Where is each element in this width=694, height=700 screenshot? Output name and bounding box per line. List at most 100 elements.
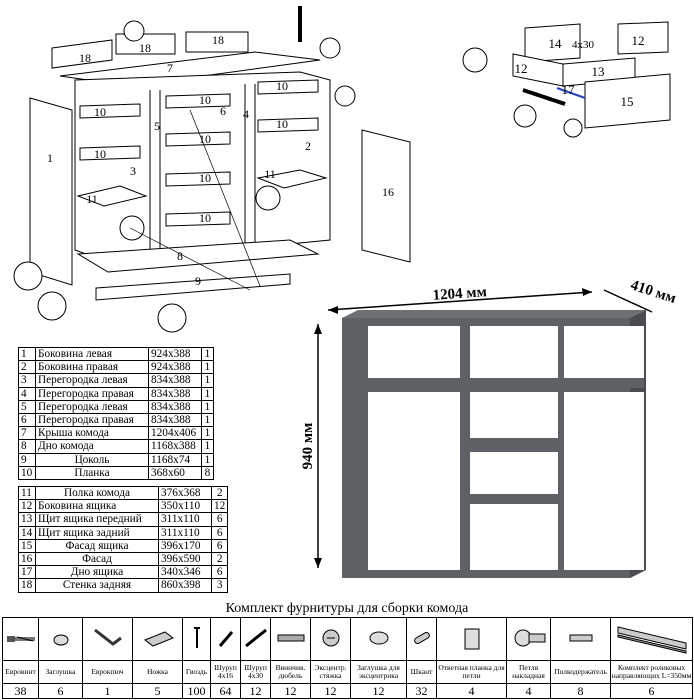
table-cell: Эксцентр. стяжка	[310, 660, 351, 684]
table-cell: 396x590	[158, 552, 212, 567]
dimension-height: 940 мм	[300, 423, 316, 470]
label-3: 3	[130, 164, 136, 178]
table-cell: 1	[201, 426, 214, 441]
label-16: 16	[382, 185, 394, 199]
table-cell: Шуруп 4x30	[240, 660, 271, 684]
table-cell: 834x388	[148, 413, 202, 428]
hinge-plate-icon	[436, 617, 507, 661]
foot-icon	[132, 617, 183, 661]
table-cell: Петля накладная	[506, 660, 551, 684]
drawer-slide-icon	[610, 617, 693, 661]
screw-short-icon	[210, 617, 241, 661]
drawer-label-12a: 12	[515, 61, 528, 76]
table-cell: 2	[18, 360, 36, 375]
table-cell: 860x398	[158, 578, 212, 593]
wood-dowel-icon	[406, 617, 437, 661]
table-cell: Боковина ящика	[35, 499, 159, 514]
table-cell: Боковина левая	[35, 346, 149, 362]
table-cell: Шкант	[406, 660, 437, 684]
table-cell: Ввинчив. дюбель	[270, 660, 311, 684]
label-10g: 10	[276, 79, 288, 93]
table-cell: 1	[18, 346, 36, 362]
drawer-assembly-diagram: 12 12 13 14 15 17 4x30	[462, 21, 671, 138]
table-cell: Гвоздь	[182, 660, 211, 684]
table-cell: Фасад ящика	[35, 538, 159, 554]
table-cell: 8	[201, 465, 214, 481]
table-cell: Крыша комода	[35, 426, 149, 441]
drawer-label-12b: 12	[632, 33, 645, 48]
table-cell: 12	[210, 499, 229, 514]
table-cell: 8	[18, 439, 36, 454]
drawer-label-14: 14	[549, 36, 563, 51]
table-cell: 1	[201, 439, 214, 454]
table-cell: Ответная планка для петли	[436, 660, 507, 684]
table-cell: Комплект роликовых направляющих L=350мм	[610, 660, 693, 684]
table-cell: Стенка задняя	[35, 578, 159, 593]
drawer-label-13: 13	[592, 64, 605, 79]
label-5: 5	[154, 119, 160, 133]
table-cell: 1	[201, 399, 214, 415]
table-cell: 18	[18, 578, 36, 593]
table-cell: 4	[436, 683, 507, 699]
table-cell: 4	[506, 683, 551, 699]
label-4: 4	[243, 107, 249, 121]
table-cell: Дно ящика	[35, 565, 159, 580]
table-cell: 311x110	[158, 525, 212, 540]
table-cell: 924x388	[148, 360, 202, 375]
table-cell: 1	[201, 360, 214, 375]
table-cell: 924x388	[148, 346, 202, 362]
hinge-icon	[506, 617, 551, 661]
table-cell: 17	[18, 565, 36, 580]
table-cell: Щит ящика задний	[35, 525, 159, 540]
drawer-label-17: 17	[562, 82, 576, 97]
table-cell: 16	[18, 552, 36, 567]
table-cell: Щит ящика передний	[35, 512, 159, 527]
dimension-depth: 410 мм	[629, 277, 678, 307]
table-cell: 12	[240, 683, 271, 699]
dowel-icon	[270, 617, 311, 661]
table-cell: 2	[210, 485, 229, 501]
table-cell: 311x110	[158, 512, 212, 527]
drawer-screw-label: 4x30	[572, 39, 595, 51]
label-10b: 10	[94, 147, 106, 161]
hex-key-icon	[82, 617, 133, 661]
table-cell: Заглушка для эксцентрика	[350, 660, 407, 684]
table-cell: 834x388	[148, 373, 202, 388]
table-cell: 12	[270, 683, 311, 699]
eurovint-icon	[2, 617, 39, 661]
table-cell: 9	[18, 452, 36, 467]
hardware-title: Комплект фурнитуры для сборки комода	[225, 601, 469, 616]
table-cell: 834x388	[148, 399, 202, 415]
table-cell: 8	[550, 683, 611, 699]
shelf-pin-icon	[550, 617, 611, 661]
table-cell: Фасад	[35, 552, 159, 567]
label-6: 6	[220, 104, 226, 118]
table-cell: 2	[210, 552, 229, 567]
label-7: 7	[167, 61, 173, 75]
table-cell: 6	[210, 525, 229, 540]
table-cell: 100	[182, 683, 211, 699]
label-18c: 18	[79, 51, 91, 65]
table-cell: 6	[210, 538, 229, 554]
cam-cap-icon	[350, 617, 407, 661]
table-cell: 6	[210, 512, 229, 527]
table-cell: Евровинт	[2, 660, 39, 684]
table-cell: 5	[18, 399, 36, 415]
table-cell: 3	[18, 373, 36, 388]
table-cell: Перегородка правая	[35, 386, 149, 401]
table-cell: 1	[201, 346, 214, 362]
table-cell: 6	[38, 683, 83, 699]
table-cell: Перегородка левая	[35, 399, 149, 415]
table-cell: 12	[310, 683, 351, 699]
